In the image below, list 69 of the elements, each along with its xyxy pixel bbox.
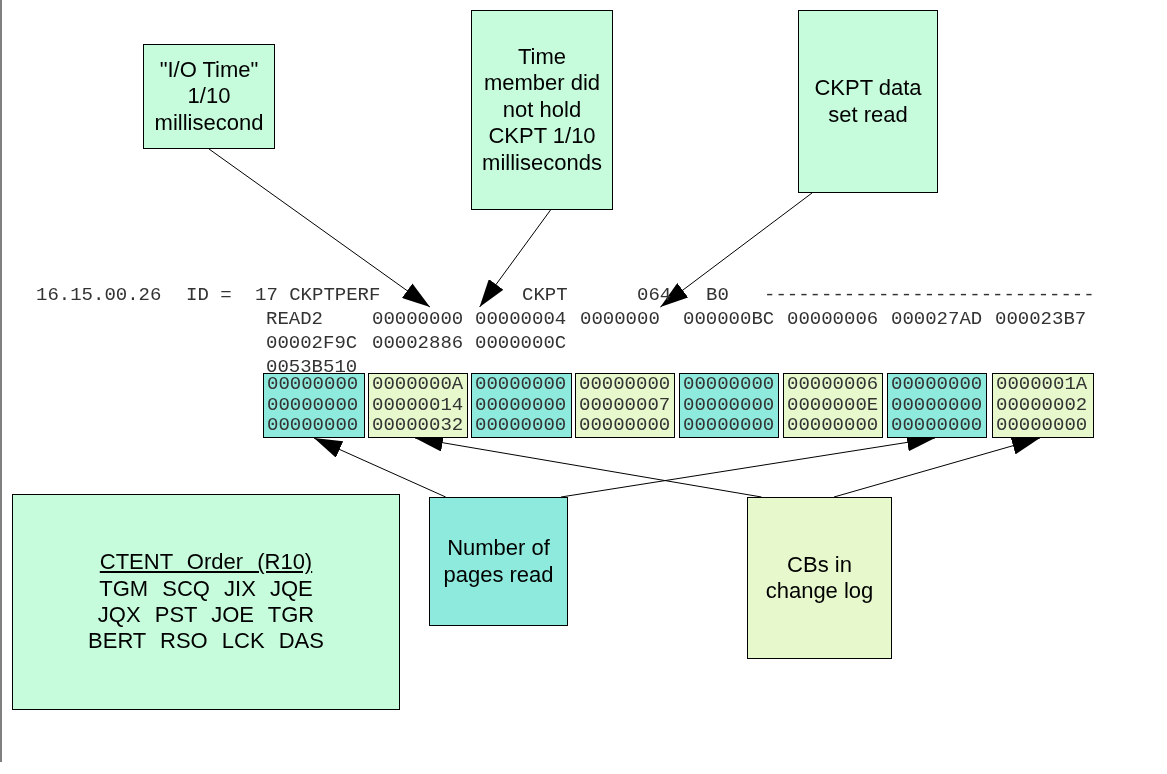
register-block [783,373,883,438]
hex-value: 00000000 [891,394,983,415]
callout-text: TGM SCQ JIX JQE [99,575,313,602]
dump-text: ID = [186,283,232,307]
hex-value: 00000014 [372,394,464,415]
dump-text: 00002886 [372,331,464,355]
hex-value: 00000000 [475,374,568,395]
hex-value: 00000000 [683,415,775,436]
hex-value: 00000000 [996,415,1089,436]
callout-text: BERT RSO LCK DAS [88,628,324,655]
dump-text: 17 CKPTPERF [255,283,381,307]
hex-value: 00000000 [475,394,568,415]
hex-value: 00000000 [475,415,568,436]
dump-text: 000000BC [683,307,775,331]
hex-value: 0000001A [996,374,1089,395]
callout-text: CKPT data set read [813,75,923,128]
hex-value: 00000002 [996,394,1089,415]
hex-value: 00000000 [787,415,879,436]
hex-value: 00000000 [267,415,360,436]
dump-text: 0000000C [475,331,567,355]
hex-value: 0000000E [787,394,879,415]
hex-value: 00000032 [372,415,464,436]
hex-value: 00000000 [891,415,983,436]
hex-value: 0000000 [580,307,662,331]
callout-heading: CTENT Order (R10) [99,549,313,576]
dump-text: READ2 [266,307,323,331]
register-block [263,373,365,438]
hex-value: 00000007 [579,394,671,415]
arrow [833,437,1041,498]
dump-text: CKPT [522,283,568,307]
hex-value: 00000000 [579,415,671,436]
register-block [992,373,1094,438]
dashed-separator: ----------------------------- [764,283,1095,307]
callout-text: Number of pages read [442,535,555,588]
hex-value: 00000004 [475,307,567,331]
hex-value: 00000000 [683,374,775,395]
callout-box [143,44,275,149]
callout-text: JQX PST JOE TGR [97,602,315,629]
callout-text: CBs in change log [764,551,875,605]
register-block [471,373,572,438]
hex-value: 00000000 [267,394,360,415]
callout-box [747,497,892,659]
arrow [313,437,447,498]
hex-value: 00000000 [579,374,671,395]
hex-value: 00000000 [372,307,464,331]
hex-value: 00000000 [891,374,983,395]
dump-text: 16.15.00.26 [36,283,162,307]
hex-value: 00000000 [683,394,775,415]
register-block [679,373,779,438]
arrow [208,148,431,308]
arrow [479,209,551,308]
dump-text: 064 [637,283,672,307]
register-block [575,373,675,438]
arrow [659,192,813,308]
callout-text: "I/O Time" 1/10 millisecond [153,56,265,137]
callout-text: Time member did not hold CKPT 1/10 milliseconds [481,44,603,176]
dump-text: 00002F9C [266,331,358,355]
dump-text: B0 [706,283,729,307]
callout-box [12,494,400,710]
callout-box [798,10,938,193]
register-block [887,373,987,438]
register-block [368,373,468,438]
callout-box [471,10,613,210]
dump-text: 000027AD [891,307,983,331]
hex-value: 0000000A [372,374,464,395]
callout-box [429,497,568,626]
hex-value: 00000006 [787,374,879,395]
dump-text: 00000006 [787,307,879,331]
dump-text: 000023B7 [995,307,1087,331]
